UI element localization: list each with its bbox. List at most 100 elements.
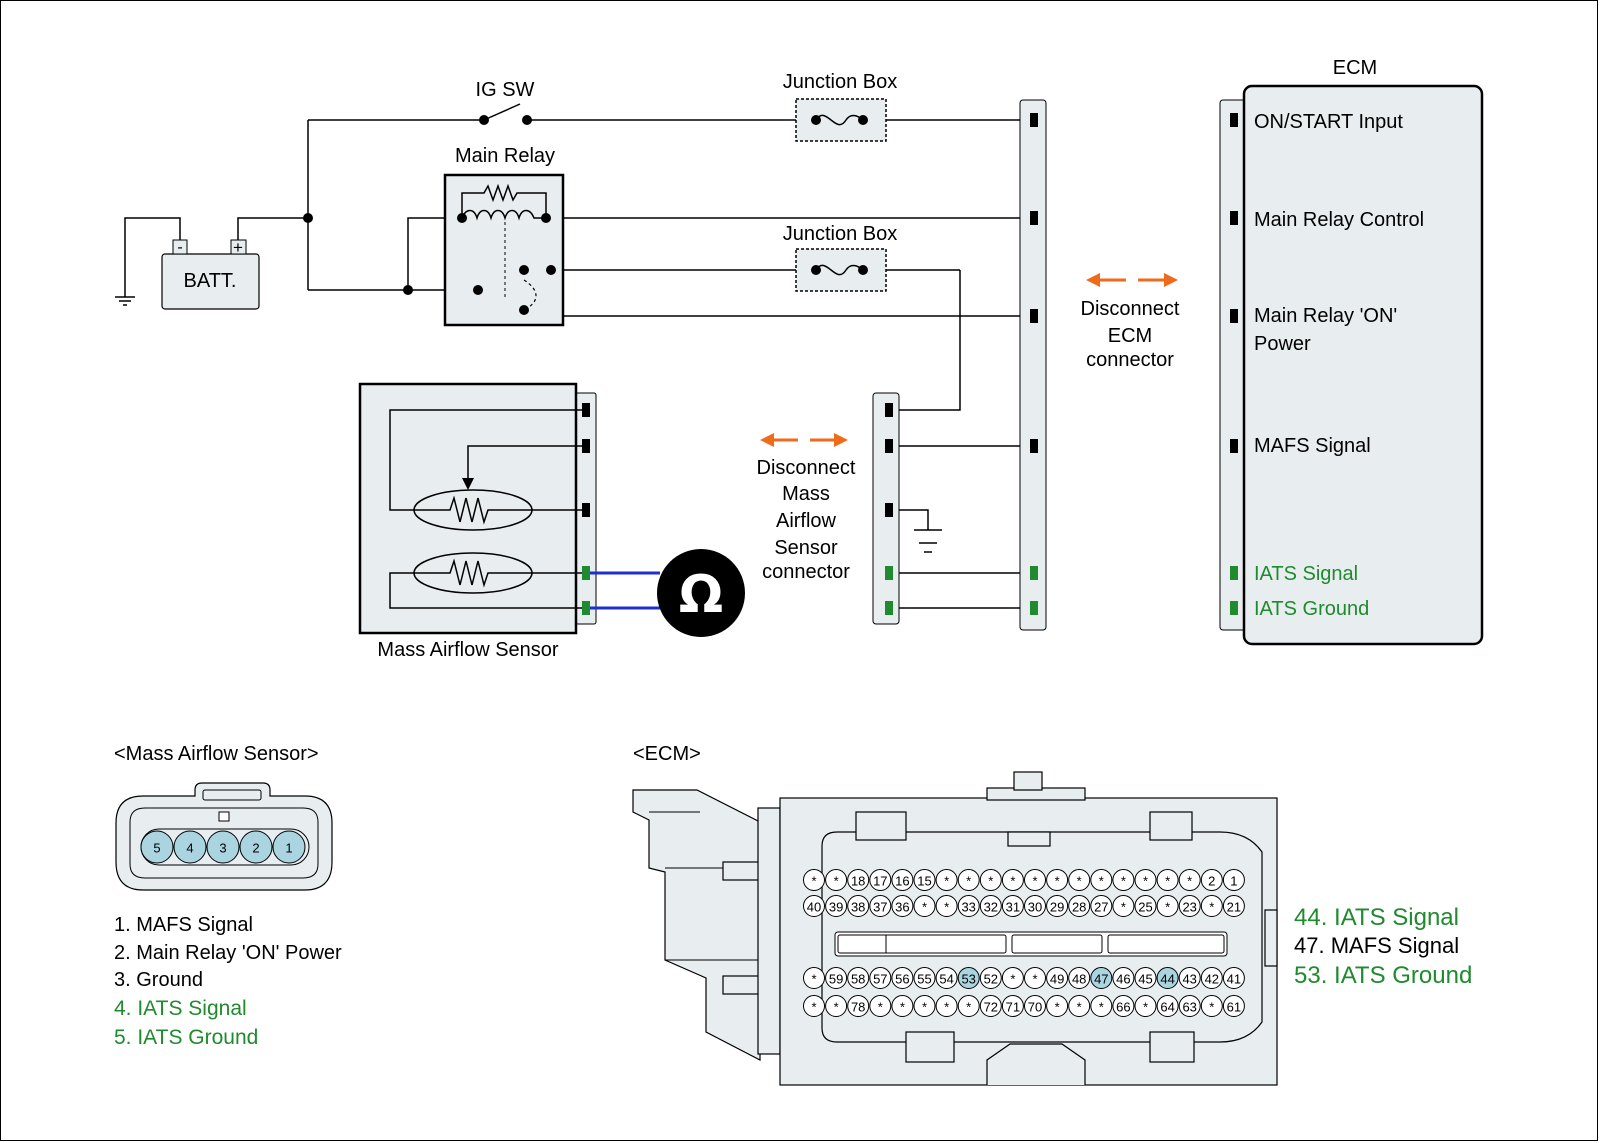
ecm-pin-label: * (1032, 972, 1037, 987)
disconnect-ecm-line1: Disconnect (1081, 298, 1180, 320)
disconnect-maf-line2: Mass (782, 483, 830, 505)
ecm-pin-label: * (811, 1000, 816, 1015)
ecm-pin (1178, 869, 1201, 891)
ecm-pin (803, 995, 825, 1017)
ecm-pin (1024, 995, 1046, 1017)
ecm-pin (825, 895, 848, 917)
ecm-pin-label: * (988, 874, 993, 889)
resistor-icon (415, 558, 582, 588)
ecm-pin (803, 967, 825, 989)
maf-legend-5: 5. IATS Ground (114, 1026, 258, 1049)
maf-legend-4: 4. IATS Signal (114, 997, 247, 1020)
ecm-pin-label: 42 (1205, 972, 1219, 987)
fuse-icon (815, 264, 864, 276)
maf-sensor-label: Mass Airflow Sensor (377, 639, 559, 661)
ecm-pin-label: 66 (1116, 1000, 1130, 1015)
ecm-pin-label: * (1010, 972, 1015, 987)
ecm-pin-label: 55 (917, 972, 931, 987)
ecm-pin-label: * (1077, 874, 1082, 889)
ecm-harness-connector (1019, 99, 1047, 631)
ecm-pin-label: 45 (1138, 972, 1152, 987)
ecm-pin (1001, 869, 1024, 891)
main-relay-label: Main Relay (455, 145, 555, 167)
ecm-pin (1068, 869, 1091, 891)
ecm-pin (935, 967, 958, 989)
ecm-pin-label: 16 (895, 874, 909, 889)
ecm-pin (1068, 995, 1091, 1017)
junction-box-mid (795, 248, 887, 292)
ecm-pin (891, 869, 914, 891)
ecm-pin-label: 30 (1028, 900, 1042, 915)
ecm-pin-label: 43 (1182, 972, 1196, 987)
ecm-connector-title: <ECM> (633, 743, 701, 765)
maf-legend-2: 2. Main Relay 'ON' Power (114, 942, 342, 964)
ecm-pin-main-relay-on: Main Relay 'ON' (1254, 305, 1397, 327)
battery-minus-label: - (177, 239, 182, 256)
ecm-pin (1134, 967, 1157, 989)
ecm-pin (1222, 869, 1245, 891)
battery-positive-wire (237, 217, 308, 240)
resistor-icon (415, 495, 582, 525)
disconnect-maf-line3: Airflow (776, 510, 837, 532)
ecm-pin-label: 28 (1072, 900, 1086, 915)
ecm-pin (1024, 895, 1046, 917)
ecm-pin (957, 995, 980, 1017)
ecm-pin (1001, 895, 1024, 917)
ecm-pin (1046, 869, 1069, 891)
ecm-pin-label: * (1165, 874, 1170, 889)
ecm-pin-label: * (1187, 874, 1192, 889)
ecm-pin-label: * (1143, 874, 1148, 889)
ecm-pin-label: 38 (851, 900, 865, 915)
battery-positive-terminal (230, 239, 247, 255)
ecm-pin-label: 49 (1050, 972, 1064, 987)
ecm-pin-label: * (834, 874, 839, 889)
ecm-pin (957, 895, 980, 917)
ecm-pin (913, 895, 936, 917)
ecm-pin-power: Power (1254, 333, 1311, 355)
ecm-pin-label: 47 (1094, 972, 1108, 987)
ecm-pin (957, 967, 980, 989)
ecm-pin (913, 995, 936, 1017)
ecm-pin-label: * (922, 900, 927, 915)
maf-legend-3: 3. Ground (114, 969, 203, 991)
ig-sw-blade (483, 103, 521, 121)
ohm-symbol: Ω (679, 565, 723, 625)
ecm-pin (1222, 895, 1245, 917)
ecm-pin (803, 869, 825, 891)
junction-box-mid-label: Junction Box (783, 223, 898, 245)
ecm-pin (935, 995, 958, 1017)
maf-pin-5: 5 (153, 841, 160, 856)
maf-pin-4: 4 (186, 841, 193, 856)
ecm-pin (935, 869, 958, 891)
disconnect-ecm-line2: ECM (1108, 325, 1152, 347)
ecm-pin-label: * (1032, 874, 1037, 889)
battery (161, 253, 260, 310)
ecm-pin (979, 869, 1002, 891)
ecm-pin (1090, 995, 1113, 1017)
ecm-pin-label: 56 (895, 972, 909, 987)
ecm-pin-label: 71 (1006, 1000, 1020, 1015)
ecm-pin-label: 64 (1160, 1000, 1174, 1015)
ecm-pin (1222, 967, 1245, 989)
ecm-pin-label: 61 (1227, 1000, 1241, 1015)
ecm-pin (1001, 967, 1024, 989)
ecm-pin (847, 967, 870, 989)
ecm-pin (1178, 967, 1201, 989)
ecm-pin (869, 967, 892, 989)
ecm-pin-label: 36 (895, 900, 909, 915)
ecm-pin-on-start-input: ON/START Input (1254, 111, 1403, 133)
ecm-pin (1178, 895, 1201, 917)
ecm-pin (1068, 895, 1091, 917)
ecm-pin (1068, 967, 1091, 989)
maf-pin-3: 3 (219, 841, 226, 856)
maf-power-wire (885, 270, 961, 411)
ecm-pin (825, 967, 848, 989)
ecm-pin-label: * (966, 1000, 971, 1015)
ecm-pin (1200, 869, 1223, 891)
ecm-pin (847, 869, 870, 891)
ecm-pin (935, 895, 958, 917)
ecm-pin-strip (1219, 99, 1247, 631)
ecm-pin-label: 17 (873, 874, 887, 889)
